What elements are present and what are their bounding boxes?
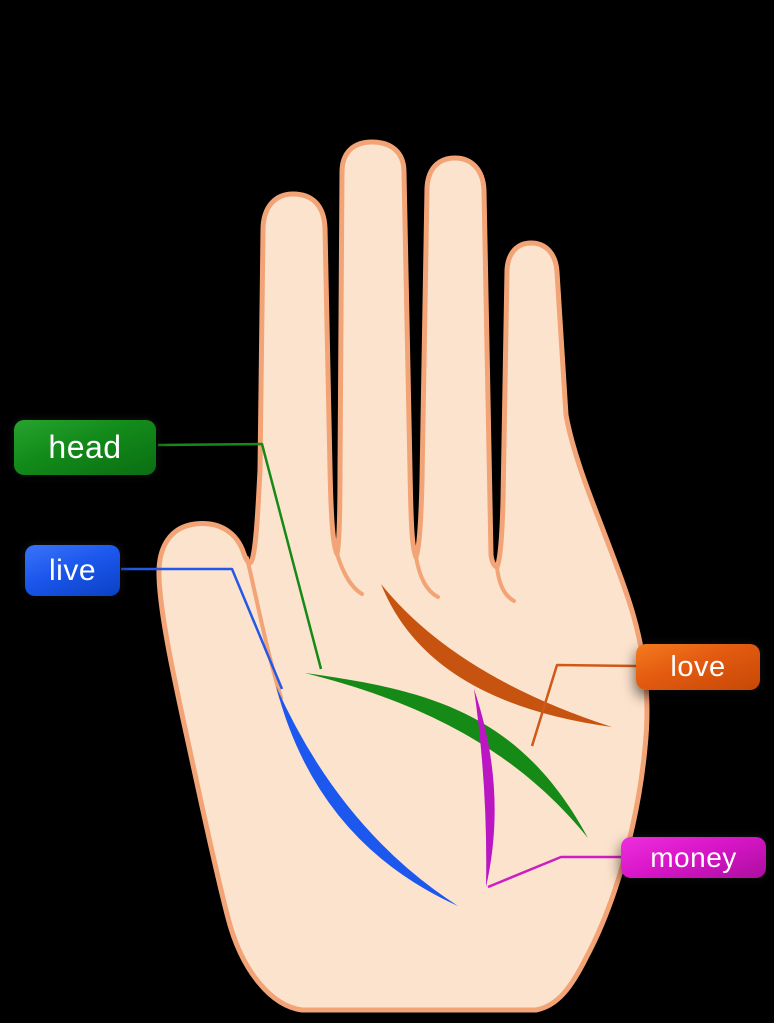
- label-live: live: [25, 545, 120, 596]
- index-middle-crease: [335, 552, 364, 596]
- live-leader-line: [121, 567, 284, 690]
- label-love: love: [636, 644, 760, 690]
- love-leader-line: [530, 663, 637, 747]
- label-money: money: [621, 837, 766, 878]
- head-line: [305, 673, 588, 838]
- thumb-crease: [245, 556, 283, 700]
- money-leader-line: [487, 855, 621, 889]
- head-leader-line: [157, 442, 323, 670]
- hand-shape: [156, 139, 650, 1013]
- label-head: head: [14, 420, 156, 475]
- middle-ring-crease: [414, 555, 440, 599]
- hand-creases: [245, 552, 516, 700]
- money-line: [474, 689, 495, 887]
- ring-pinky-crease: [495, 565, 516, 603]
